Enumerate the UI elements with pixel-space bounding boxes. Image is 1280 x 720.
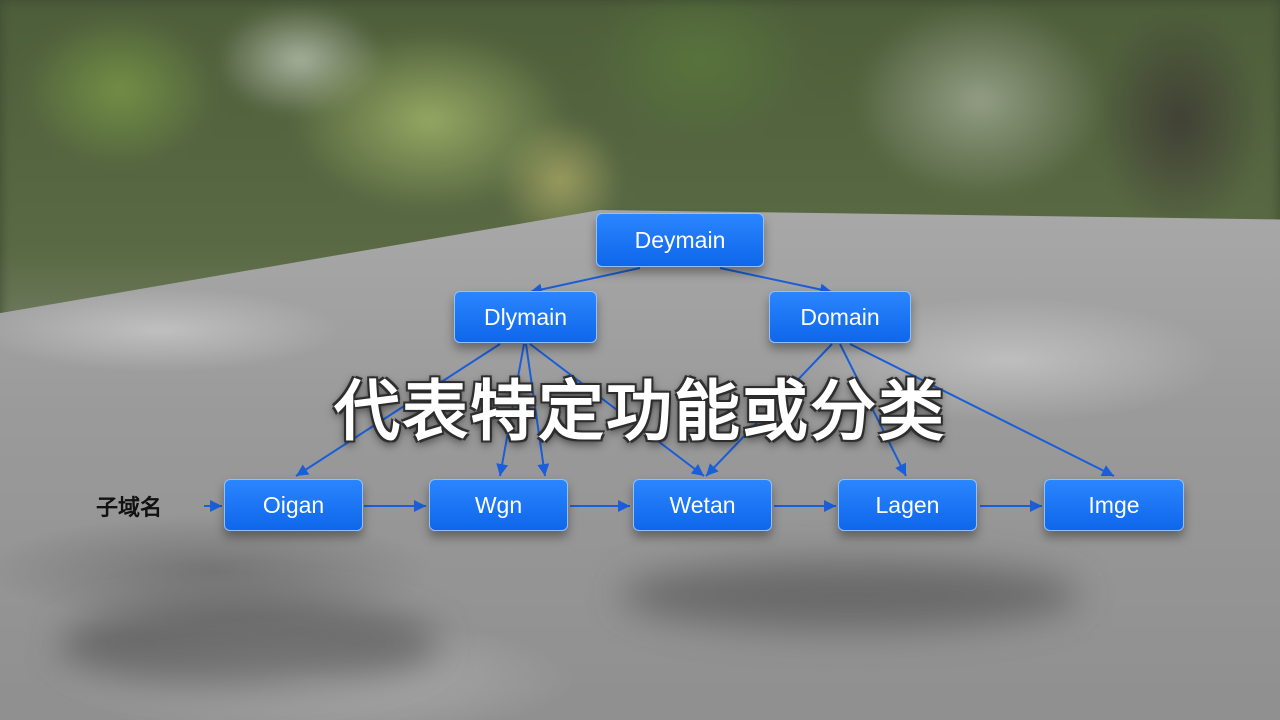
node-imge: Imge [1044,479,1184,531]
node-domain: Domain [769,291,911,343]
edge-dlymain-to-wetan [529,343,705,477]
edge-domain-to-wetan [705,343,833,477]
edge-domain-to-lagen [839,343,907,477]
shadow-patch [620,560,1080,630]
node-wetan: Wetan [633,479,772,531]
node-lagen: Lagen [838,479,977,531]
edge-root-to-dlymain [529,267,641,296]
node-dlymain: Dlymain [454,291,597,343]
subdomain-label: 子域名 [96,495,163,520]
caption-overlay: 代表特定功能或分类 [334,373,946,450]
node-wgn: Wgn [429,479,568,531]
edge-dlymain-to-wgn [525,343,550,477]
edge-dlymain-to-wgn [496,343,525,477]
tabletop-surface [0,210,1280,720]
shadow-patch [60,600,440,690]
node-oigan: Oigan [224,479,363,531]
edge-dlymain-to-oigan [295,343,501,477]
edge-domain-to-imge [849,343,1115,477]
root-node: Deymain [596,213,764,267]
edge-root-to-domain [719,267,833,296]
